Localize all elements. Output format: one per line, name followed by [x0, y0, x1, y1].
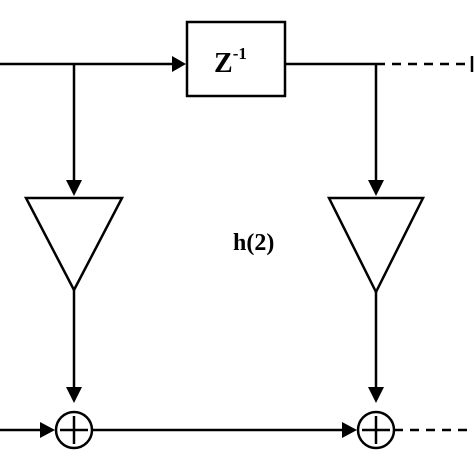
delay-box	[185, 20, 287, 98]
delay-symbol: Z	[214, 48, 233, 79]
adder-left-top-arrow	[66, 387, 82, 403]
tap-right-arrow	[368, 180, 384, 196]
adder-right	[356, 410, 396, 450]
delay-block: Z-1	[185, 20, 287, 98]
adder-left	[54, 410, 94, 450]
multiplier-right	[326, 196, 426, 295]
delay-input-arrow	[172, 56, 186, 72]
adder-right-top-arrow	[368, 387, 384, 403]
delay-label: Z-1	[214, 44, 247, 79]
adder-left-input-arrow	[40, 422, 55, 438]
delay-exponent: -1	[233, 44, 247, 63]
adder-right-input-arrow	[342, 422, 357, 438]
tap-left-arrow	[66, 180, 82, 196]
multiplier-left	[23, 196, 125, 293]
coefficient-label: h(2)	[233, 230, 274, 256]
